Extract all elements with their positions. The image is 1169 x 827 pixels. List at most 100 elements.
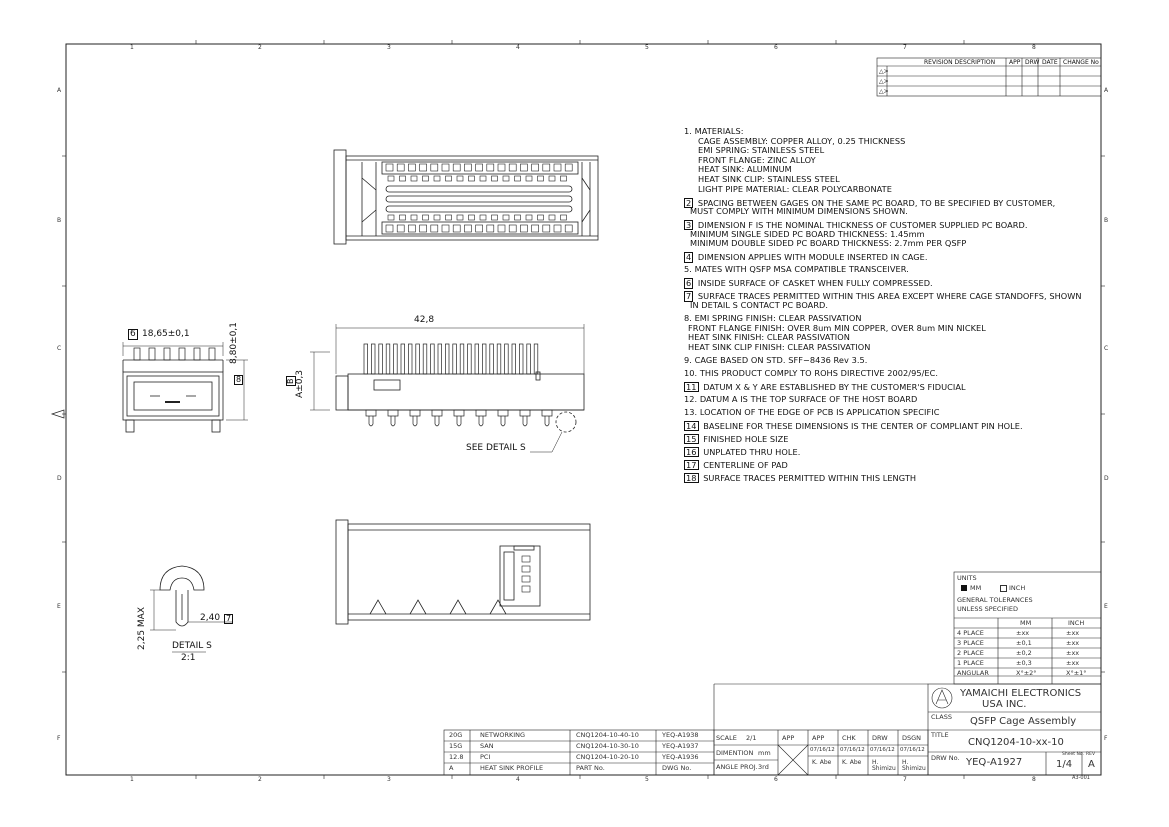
- note-number: 13.: [684, 406, 698, 417]
- tolerance-row-label: 4 PLACE: [957, 629, 984, 637]
- vent-slot: [387, 214, 395, 221]
- side-view-dimensions: [310, 324, 585, 453]
- note-number: 16: [684, 446, 699, 457]
- vent-slot: [464, 163, 472, 172]
- note-text: THIS PRODUCT COMPLY TO ROHS DIRECTIVE 20…: [699, 367, 939, 378]
- vent-slot: [548, 214, 556, 221]
- note-number: 4: [684, 252, 694, 263]
- sheet-value: 1/4: [1056, 759, 1073, 770]
- vent-slot: [399, 175, 406, 182]
- grid-row-label: C: [1104, 345, 1109, 352]
- signoff-col-name: H. Shimizu: [872, 759, 896, 772]
- bottom-slot: [521, 585, 531, 593]
- parts-description: HEAT SINK PROFILE: [480, 764, 544, 772]
- drawing-no-value: YEQ-A1927: [966, 757, 1023, 768]
- pin-tail: [456, 416, 462, 427]
- grid-col-label: 6: [774, 776, 778, 783]
- vent-slot: [433, 214, 441, 221]
- heat-sink-fin: [363, 343, 368, 375]
- note-text: MATES WITH QSFP MSA COMPATIBLE TRANSCEIV…: [694, 264, 909, 275]
- tolerance-col-inch: INCH: [1068, 619, 1085, 627]
- vent-slot: [479, 214, 487, 221]
- sheet-size: A3-001: [1072, 775, 1090, 781]
- tolerance-row-inch: ±xx: [1066, 659, 1080, 667]
- grid-col-label: 8: [1032, 776, 1036, 783]
- pin-tail: [412, 416, 418, 427]
- front-fin: [148, 347, 156, 361]
- note-line: IN DETAIL S CONTACT PC BOARD.: [684, 301, 828, 309]
- heat-sink-fin: [526, 343, 531, 375]
- note-text: MINIMUM DOUBLE SIDED PC BOARD THICKNESS:…: [690, 238, 967, 249]
- bottom-slot: [521, 565, 531, 573]
- vent-slot: [502, 175, 510, 182]
- tolerance-row-label: 1 PLACE: [957, 659, 984, 667]
- heat-sink-fin: [467, 343, 472, 375]
- vent-slot: [560, 214, 567, 221]
- title-label: TITLE: [931, 731, 949, 739]
- parts-dwg-no: YEQ-A1936: [662, 753, 699, 761]
- tolerance-col-mm: MM: [1020, 619, 1032, 627]
- vent-slot: [486, 163, 495, 172]
- front-view-drawing: [122, 359, 224, 433]
- note-number: 3: [684, 220, 694, 231]
- grid-row-label: D: [1104, 475, 1109, 482]
- vent-slot: [537, 175, 544, 182]
- pin-tail: [500, 416, 506, 427]
- front-view-fins: [133, 347, 216, 361]
- parts-description: SAN: [480, 742, 494, 750]
- note-text: MUST COMPLY WITH MINIMUM DIMENSIONS SHOW…: [690, 206, 908, 217]
- note-text: DATUM X & Y ARE ESTABLISHED BY THE CUSTO…: [703, 381, 966, 392]
- note-line: 13. LOCATION OF THE EDGE OF PCB IS APPLI…: [684, 408, 940, 416]
- units-inch: INCH: [1009, 584, 1026, 592]
- scale-value: 2/1: [746, 734, 757, 742]
- note-text: LOCATION OF THE EDGE OF PCB IS APPLICATI…: [699, 406, 940, 417]
- parts-part-no: CNQ1204-10-20-10: [576, 753, 639, 761]
- drawing-no-label: DRW No.: [931, 754, 960, 762]
- heat-sink-fin: [504, 343, 509, 375]
- grid-row-label: B: [57, 217, 62, 224]
- class-value: QSFP Cage Assembly: [970, 716, 1077, 727]
- grid-row-label: E: [57, 603, 61, 610]
- note-line: 4 DIMENSION APPLIES WITH MODULE INSERTED…: [684, 252, 928, 263]
- pin-body: [387, 409, 399, 417]
- rev-value: A: [1088, 759, 1095, 770]
- vent-slot: [408, 224, 416, 233]
- tolerance-row-inch: ±xx: [1066, 649, 1080, 657]
- vent-slot: [433, 175, 441, 182]
- heat-sink-fin: [445, 343, 450, 375]
- parts-code: A: [449, 764, 454, 772]
- note-number: 7: [684, 291, 694, 302]
- pin-tail: [390, 416, 396, 427]
- tolerance-row-inch: ±xx: [1066, 639, 1080, 647]
- angle-proj-value: 3rd: [758, 763, 769, 771]
- heat-sink-fin: [415, 343, 420, 375]
- vent-slot: [422, 175, 429, 182]
- grid-row-label: E: [1104, 603, 1108, 610]
- vent-slot: [396, 224, 405, 233]
- note-line: 18 SURFACE TRACES PERMITTED WITHIN THIS …: [684, 472, 916, 483]
- vent-slot: [497, 224, 506, 233]
- pin-tail: [478, 416, 484, 427]
- vent-slot: [525, 175, 533, 182]
- front-fin: [193, 347, 201, 361]
- bottom-view-slots: [521, 555, 531, 593]
- note-line: FRONT FLANGE FINISH: OVER 8um MIN COPPER…: [684, 323, 986, 332]
- vent-slot: [422, 214, 429, 221]
- note-text: EMI SPRING FINISH: CLEAR PASSIVATION: [694, 313, 862, 323]
- pin-body: [541, 409, 553, 417]
- signoff-col-head: APP: [812, 734, 825, 742]
- grid-col-label: 4: [516, 776, 520, 783]
- note-text: HEAT SINK CLIP: STAINLESS STEEL: [698, 174, 840, 184]
- note-number: 1.: [684, 126, 692, 136]
- scale-label: SCALE: [716, 734, 737, 742]
- tolerance-row-label: 2 PLACE: [957, 649, 984, 657]
- note-text: DATUM A IS THE TOP SURFACE OF THE HOST B…: [699, 393, 918, 404]
- vent-slot: [430, 163, 439, 172]
- parts-part-no: CNQ1204-10-30-10: [576, 742, 639, 750]
- note-text: HEAT SINK CLIP FINISH: CLEAR PASSIVATION: [688, 341, 871, 352]
- bottom-slot: [521, 575, 531, 583]
- parts-dwg-no: YEQ-A1938: [662, 731, 699, 739]
- width-dimension: 18,65±0,1: [142, 329, 190, 339]
- tolerance-row-mm: ±xx: [1016, 629, 1030, 637]
- note-text: BASELINE FOR THESE DIMENSIONS IS THE CEN…: [703, 420, 1023, 431]
